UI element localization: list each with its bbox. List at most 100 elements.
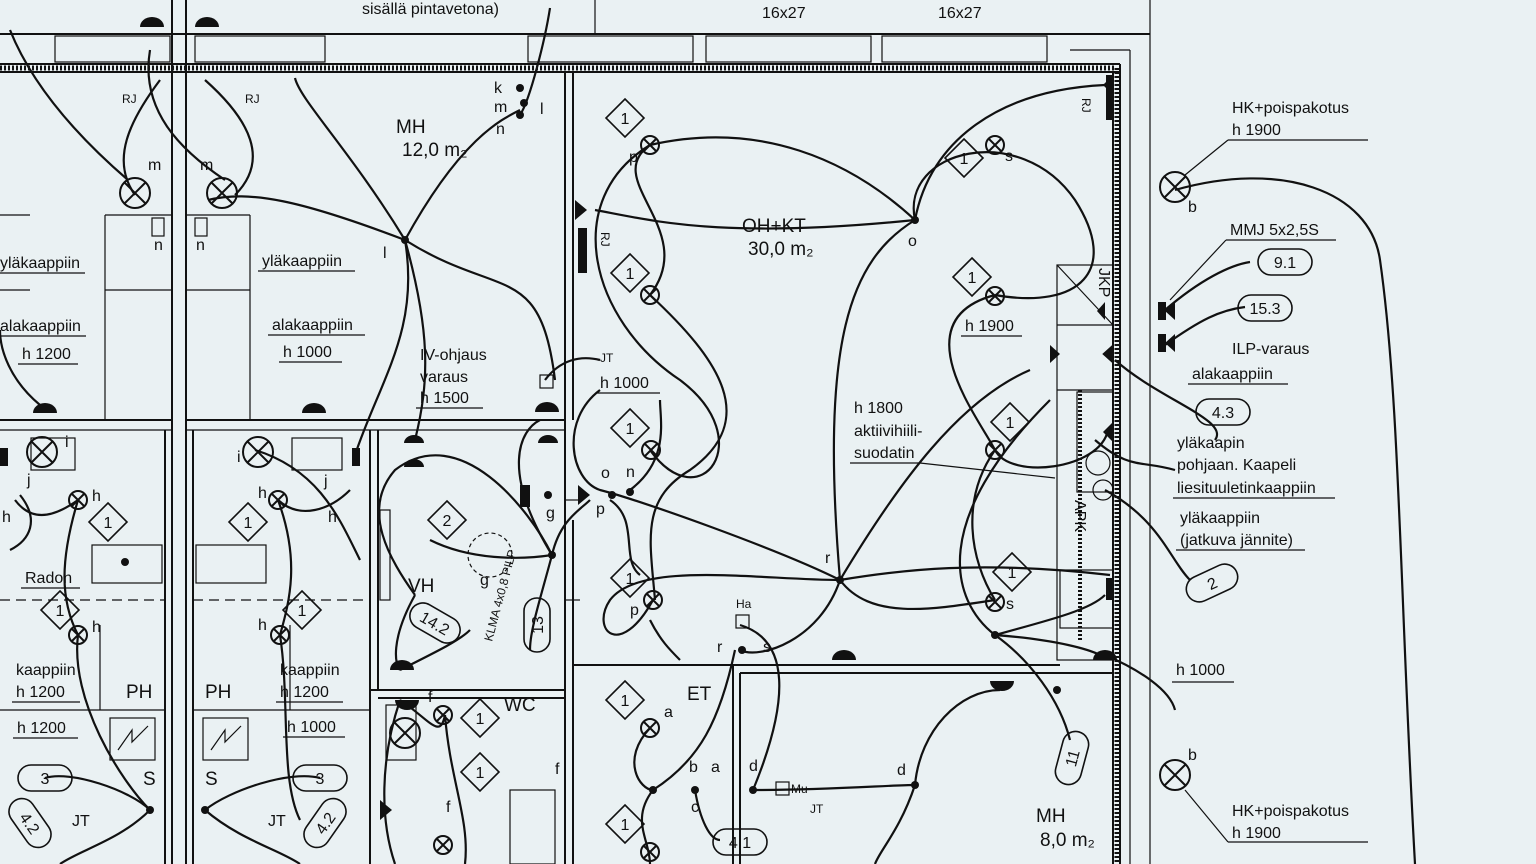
svg-text:1: 1: [626, 421, 635, 438]
svg-text:a: a: [711, 759, 720, 776]
group-diamond: 1: [87, 501, 129, 543]
circuit-oval: 4.2: [303, 797, 347, 849]
svg-text:13: 13: [530, 616, 547, 634]
rj-label-3: RJ: [598, 232, 612, 247]
kaappiin-left-h: h 1200: [16, 684, 65, 701]
svg-text:3: 3: [316, 771, 325, 788]
svg-text:1: 1: [960, 151, 969, 168]
kaappiin-left: kaappiin: [16, 662, 76, 679]
ylakaappiin-right-2: (jatkuva jännite): [1180, 532, 1293, 549]
svg-text:1: 1: [968, 270, 977, 287]
klma-label: KLMA 4x0,8 PILP: [481, 548, 519, 642]
size-label-2: 16x27: [938, 5, 982, 22]
room-name-ph2: PH: [205, 682, 231, 703]
circuit-oval: 3: [17, 764, 73, 792]
aktiivi-label: aktiivihiili-: [854, 423, 922, 440]
svg-text:m: m: [494, 99, 507, 116]
group-diamond: 1: [989, 401, 1031, 443]
size-label-1: 16x27: [762, 5, 806, 22]
svg-text:r: r: [825, 550, 831, 567]
circuit-oval: 15.3: [1237, 294, 1293, 322]
svg-text:1: 1: [626, 571, 635, 588]
svg-text:k: k: [494, 80, 503, 97]
svg-text:l: l: [383, 245, 387, 262]
svg-text:h: h: [328, 509, 337, 526]
ceiling-light-ph-left: [242, 436, 274, 468]
room-name-et: ET: [687, 684, 712, 705]
group-diamond: 1: [943, 137, 985, 179]
alakaappiin-left: alakaappiin: [0, 318, 81, 335]
svg-text:n: n: [196, 237, 205, 254]
svg-text:j: j: [26, 472, 31, 489]
svg-text:4.1: 4.1: [729, 835, 751, 852]
svg-text:1: 1: [1008, 565, 1017, 582]
wall-light-hk-bottom: [1159, 759, 1191, 791]
jkp-label: JKP: [1095, 268, 1112, 297]
svg-text:1: 1: [626, 266, 635, 283]
plan-labels: sisällä pintavetona) 16x27 16x27 MH 12,0…: [0, 1, 1368, 851]
svg-text:h: h: [92, 619, 101, 636]
svg-text:m: m: [200, 157, 213, 174]
circuit-oval: 11: [1054, 730, 1090, 786]
svg-text:n: n: [496, 121, 505, 138]
wiring-runs: [0, 7, 1417, 864]
svg-text:f: f: [446, 799, 451, 816]
svg-text:p: p: [629, 149, 638, 166]
ylakaappiin-left: yläkaappiin: [0, 255, 80, 272]
h1200-left: h 1200: [22, 346, 71, 363]
svg-text:g: g: [546, 505, 555, 522]
svg-text:f: f: [428, 689, 433, 706]
circuit-oval: 14.2: [409, 602, 461, 644]
svg-text:1: 1: [244, 515, 253, 532]
radon-label: Radon: [25, 570, 72, 587]
ylakaappiin-right-1: yläkaappiin: [1180, 510, 1260, 527]
room-name-mh2: MH: [1036, 806, 1066, 827]
point-letters: k m l n m m n n l p o s r r s s o n p p …: [2, 80, 1197, 816]
svg-text:4.2: 4.2: [313, 810, 340, 838]
wall-structure: [0, 0, 1151, 864]
group-diamond: 1: [609, 557, 651, 599]
group-diamond: 1: [459, 751, 501, 793]
ceiling-light-ph-mid: [26, 436, 58, 468]
svg-text:h: h: [92, 488, 101, 505]
svg-text:g: g: [480, 572, 489, 589]
svg-text:o: o: [601, 465, 610, 482]
top-note: sisällä pintavetona): [362, 1, 499, 18]
svg-text:d: d: [897, 762, 906, 779]
svg-text:h: h: [258, 617, 267, 634]
group-diamond: 1: [604, 803, 646, 845]
room-name-ohkt: OH+KT: [742, 216, 806, 237]
svg-text:1: 1: [476, 711, 485, 728]
svg-text:1: 1: [621, 111, 630, 128]
small-boxes: [151, 217, 1114, 796]
h1800-label: h 1800: [854, 400, 903, 417]
iv-line3: h 1500: [420, 390, 469, 407]
half-dome-lights: [33, 17, 1117, 710]
svg-text:4.3: 4.3: [1212, 405, 1234, 422]
ceiling-light-mh-right: [206, 177, 238, 209]
light-fixtures: [0, 17, 1191, 862]
svg-text:c: c: [691, 799, 699, 816]
ha-label: Ha: [736, 597, 752, 611]
apk-label: APK: [1071, 500, 1088, 532]
circuit-oval: 3: [292, 764, 348, 792]
circuit-oval: 9.1: [1257, 248, 1313, 276]
dot-lights: [68, 135, 1005, 862]
h1000-left2: h 1000: [287, 719, 336, 736]
rj-label-4: RJ: [1079, 98, 1093, 113]
h1900-mid: h 1900: [965, 318, 1014, 335]
svg-text:2: 2: [443, 513, 452, 530]
group-diamond: 1: [459, 697, 501, 739]
insulation-band: [0, 65, 1120, 864]
svg-text:14.2: 14.2: [417, 609, 453, 639]
room-name-s2: S: [205, 769, 218, 790]
hk-top-label: HK+poispakotus: [1232, 100, 1349, 117]
switch-dots: [121, 84, 1061, 814]
room-name-s1: S: [143, 769, 156, 790]
h1000-iv: h 1000: [600, 375, 649, 392]
svg-text:p: p: [596, 501, 605, 518]
ylakaappiin-mid: yläkaappiin: [262, 253, 342, 270]
group-diamond: 1: [604, 679, 646, 721]
svg-text:n: n: [626, 464, 635, 481]
suodatin-label: suodatin: [854, 445, 915, 462]
